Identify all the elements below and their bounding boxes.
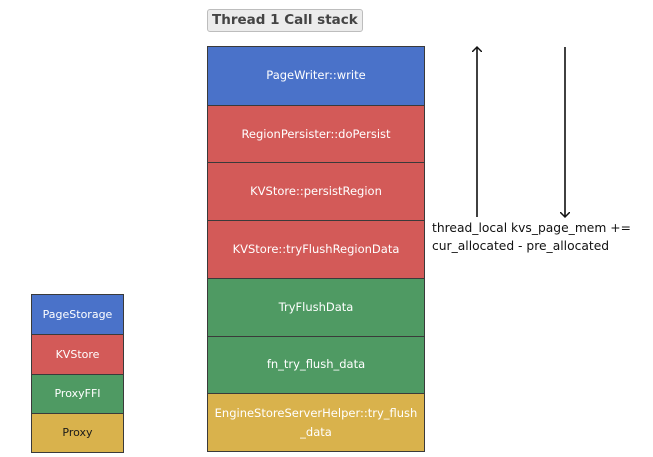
annotation-line-1: thread_local kvs_page_mem += bbox=[432, 221, 631, 235]
stack-frame: RegionPersister::doPersist bbox=[208, 104, 424, 163]
stack-frame: KVStore::tryFlushRegionData bbox=[208, 220, 424, 278]
stack-frame: PageWriter::write bbox=[208, 47, 424, 105]
call-stack-title: Thread 1 Call stack bbox=[207, 9, 363, 32]
stack-frame: fn_try_flush_data bbox=[208, 335, 424, 394]
legend-item: PageStorage bbox=[32, 295, 123, 335]
legend-item: Proxy bbox=[32, 412, 123, 452]
annotation-line-2: cur_allocated - pre_allocated bbox=[432, 239, 610, 253]
stack-frame: KVStore::persistRegion bbox=[208, 162, 424, 221]
memory-annotation: thread_local kvs_page_mem += cur_allocat… bbox=[432, 219, 647, 255]
legend-item: KVStore bbox=[32, 334, 123, 374]
stack-frame: TryFlushData bbox=[208, 277, 424, 336]
stack-frame: EngineStoreServerHelper::try_flush_data bbox=[208, 393, 424, 451]
legend-item: ProxyFFI bbox=[32, 373, 123, 413]
